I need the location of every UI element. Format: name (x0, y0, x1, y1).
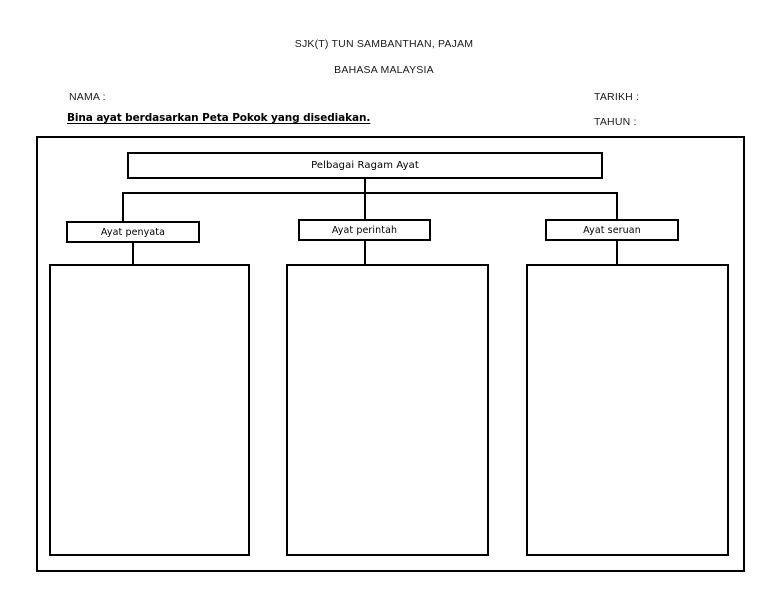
answer-box-ayat-perintah[interactable] (286, 264, 489, 556)
tahun-field-label: TAHUN : (594, 116, 637, 128)
tree-branch-node-1: Ayat penyata (66, 221, 200, 243)
connector-tail-branch-1 (132, 243, 134, 264)
tree-branch-node-3: Ayat seruan (545, 219, 679, 241)
answer-box-ayat-penyata[interactable] (49, 264, 250, 556)
instruction-text: Bina ayat berdasarkan Peta Pokok yang di… (67, 112, 371, 124)
answer-box-ayat-seruan[interactable] (526, 264, 729, 556)
connector-drop-branch-2 (364, 192, 366, 219)
connector-horizontal-bar (122, 192, 618, 194)
connector-drop-branch-1 (122, 192, 124, 221)
connector-root-stem (364, 179, 366, 194)
nama-field-label: NAMA : (69, 91, 106, 103)
worksheet-frame (36, 136, 745, 572)
subject-title: BAHASA MALAYSIA (334, 64, 434, 76)
tree-root-node: Pelbagai Ragam Ayat (127, 152, 603, 179)
connector-drop-branch-3 (616, 192, 618, 219)
connector-tail-branch-2 (364, 241, 366, 264)
tarikh-field-label: TARIKH : (594, 91, 640, 103)
school-title: SJK(T) TUN SAMBANTHAN, PAJAM (294, 38, 474, 50)
peta-pokok-diagram: Pelbagai Ragam Ayat Ayat penyata Ayat pe… (36, 136, 745, 572)
tree-branch-node-2: Ayat perintah (298, 219, 431, 241)
connector-tail-branch-3 (616, 241, 618, 264)
